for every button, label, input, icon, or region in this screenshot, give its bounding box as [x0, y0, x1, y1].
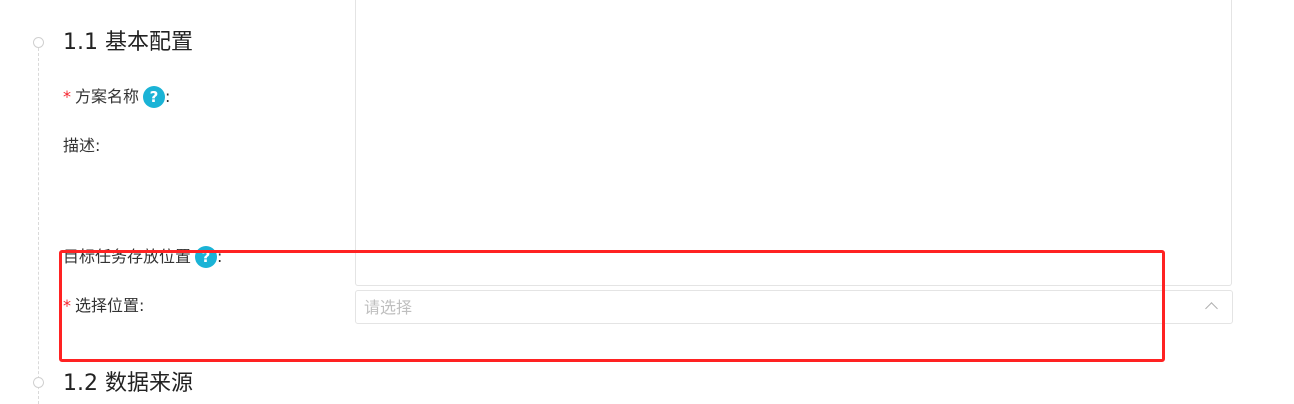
help-icon[interactable]: ? [143, 86, 166, 108]
chevron-up-icon[interactable] [1205, 302, 1218, 315]
select-location-text: 选择位置: [75, 296, 145, 315]
location-select[interactable]: 请选择 [355, 290, 1233, 324]
scheme-name-label: *方案名称?: [63, 86, 170, 108]
section-title-basic: 1.1 基本配置 [63, 30, 193, 55]
timeline-dot [33, 37, 44, 48]
select-placeholder: 请选择 [364, 298, 413, 317]
timeline-dot [33, 377, 44, 388]
colon: : [217, 247, 223, 266]
required-mark: * [63, 87, 71, 106]
target-location-text: 目标任务存放位置 [63, 247, 192, 266]
description-label: 描述: [63, 136, 101, 155]
timeline-line [38, 48, 39, 404]
required-mark: * [63, 296, 71, 315]
colon: : [165, 87, 171, 106]
help-icon[interactable]: ? [195, 246, 218, 268]
scheme-name-text: 方案名称 [75, 87, 140, 106]
target-location-label: 目标任务存放位置?: [63, 246, 222, 268]
description-textarea[interactable] [355, 0, 1232, 286]
section-title-source: 1.2 数据来源 [63, 371, 193, 396]
select-location-label: *选择位置: [63, 295, 144, 317]
